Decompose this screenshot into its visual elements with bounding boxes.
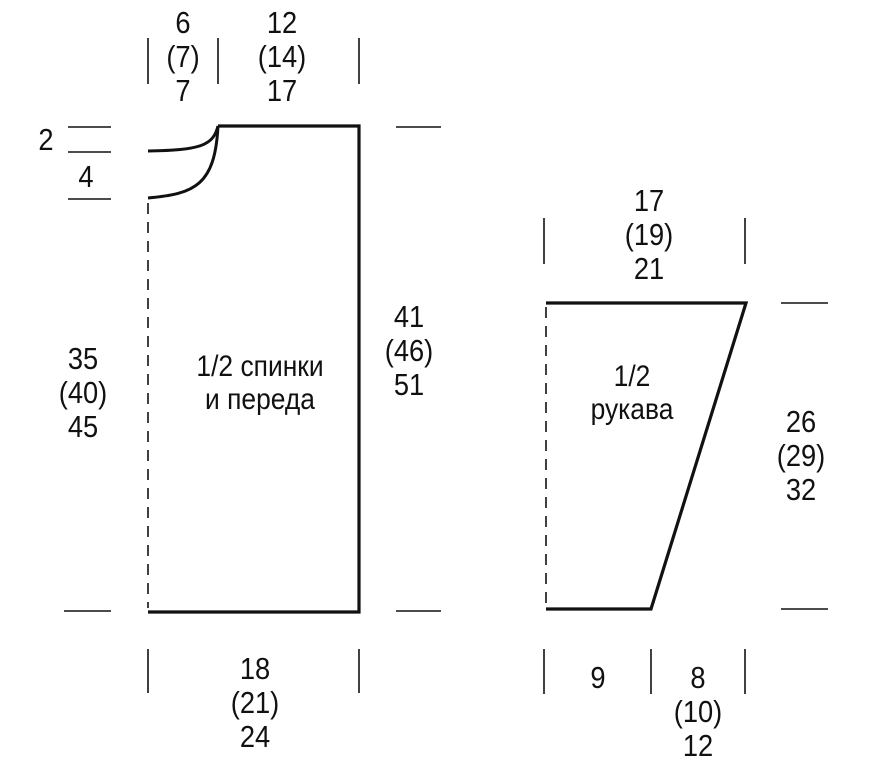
body-piece-label: 1/2 спинки и переда — [196, 350, 324, 416]
sleeve-bottom-left-label: 9 — [590, 660, 606, 695]
sleeve-top-width-label: 17 (19) 21 — [624, 183, 674, 286]
neck-depth-label: 4 — [78, 159, 94, 194]
sleeve-bottom-right-label: 8 (10) 12 — [673, 660, 723, 763]
shoulder-drop-label: 2 — [38, 122, 54, 157]
sleeve-length-label: 26 (29) 32 — [776, 404, 826, 507]
sleeve-piece-label: 1/2 рукава — [590, 360, 674, 426]
neck-width-label: 6 (7) 7 — [166, 5, 200, 108]
bottom-width-label: 18 (21) 24 — [230, 651, 280, 754]
sleeve-outline — [546, 301, 749, 611]
body-outline — [148, 124, 361, 614]
total-length-label: 41 (46) 51 — [384, 299, 434, 402]
lower-length-label: 35 (40) 45 — [58, 341, 108, 444]
body-neckline-front — [147, 125, 220, 200]
shoulder-width-label: 12 (14) 17 — [257, 5, 307, 108]
body-neckline-back — [147, 125, 220, 153]
